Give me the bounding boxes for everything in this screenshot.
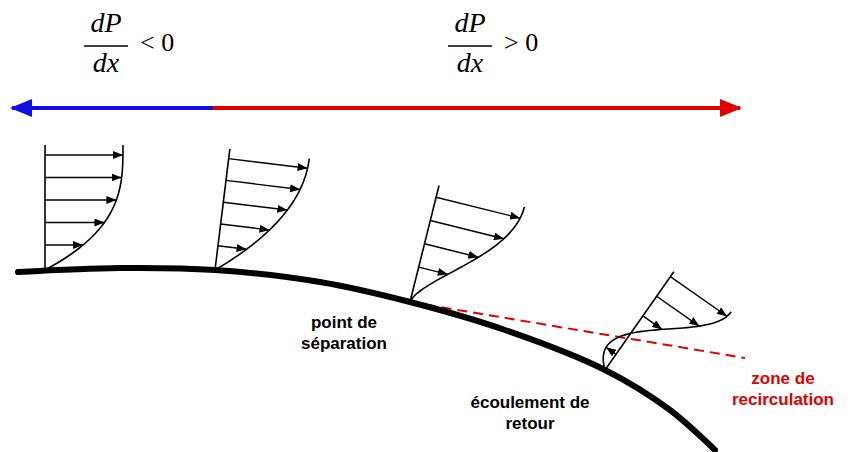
velocity-arrow — [45, 154, 123, 155]
separation-label: point de séparation — [288, 312, 400, 355]
fraction-bar — [448, 45, 492, 47]
velocity-arrow — [45, 222, 104, 223]
velocity-arrow — [425, 244, 479, 257]
velocity-curve — [595, 265, 731, 410]
velocity-arrow — [45, 244, 83, 245]
velocity-curve — [45, 145, 123, 270]
separation-streamline — [410, 302, 745, 358]
velocity-arrow — [657, 296, 700, 326]
velocity-arrow — [226, 180, 300, 189]
velocity-arrow — [436, 197, 520, 218]
gradient-denominator: dx — [442, 48, 498, 79]
velocity-profile — [410, 186, 524, 324]
fraction-bar — [84, 45, 128, 47]
recirculation-label: zone de recirculation — [712, 368, 854, 411]
velocity-curve — [410, 186, 524, 324]
backflow-label: écoulement de retour — [470, 392, 590, 435]
velocity-arrow — [218, 246, 247, 250]
velocity-arrow — [221, 224, 270, 230]
velocity-arrow — [223, 202, 287, 210]
velocity-arrow — [45, 199, 116, 200]
velocity-arrow — [45, 177, 122, 178]
gradient-numerator: dP — [78, 8, 134, 39]
adverse-gradient-arrow — [213, 106, 740, 110]
favorable-gradient-arrow — [12, 106, 213, 110]
velocity-arrow — [229, 159, 308, 169]
gradient-sign: > 0 — [504, 29, 538, 58]
profile-axis — [215, 149, 230, 270]
velocity-profile — [215, 149, 309, 280]
velocity-arrow — [430, 220, 503, 238]
velocity-arrow — [419, 267, 448, 274]
profile-axis — [44, 145, 46, 270]
velocity-profile — [45, 145, 123, 270]
profile-axis — [605, 272, 674, 370]
velocity-profile — [595, 265, 731, 410]
gradient-denominator: dx — [78, 48, 134, 79]
velocity-arrow — [606, 347, 616, 354]
velocity-curve — [215, 149, 309, 280]
velocity-arrow — [670, 277, 727, 317]
velocity-arrow — [643, 316, 662, 329]
gradient-numerator: dP — [442, 8, 498, 39]
wall-surface — [18, 268, 715, 450]
gradient-sign: < 0 — [140, 29, 174, 58]
